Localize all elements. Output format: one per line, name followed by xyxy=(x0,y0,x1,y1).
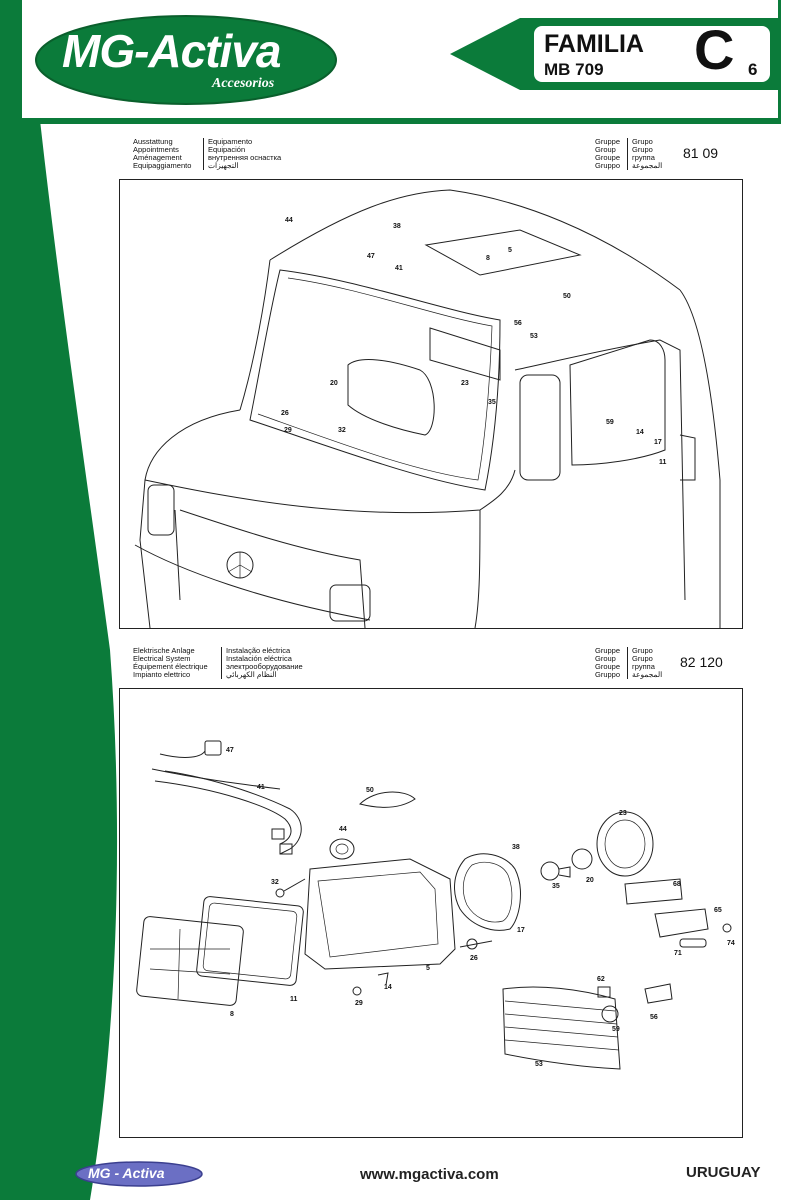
footer-website[interactable]: www.mgactiva.com xyxy=(360,1166,499,1183)
s1-group-right-2: группа xyxy=(632,153,655,162)
section2-header: Elektrische Anlage Electrical System Équ… xyxy=(133,647,743,681)
s1-left-label-it: Equipaggiamento xyxy=(133,161,192,170)
s1-left-label-de: Ausstattung xyxy=(133,137,173,146)
s1-group-left-1: Group xyxy=(595,145,616,154)
s2-group-right-2: группа xyxy=(632,662,655,671)
svg-text:23: 23 xyxy=(461,380,469,387)
svg-text:71: 71 xyxy=(674,950,682,957)
cab-drawing: 44 38 47 41 8 5 50 56 53 20 23 35 26 29 … xyxy=(134,189,721,629)
s1-right-label-es: Equipación xyxy=(208,145,246,154)
svg-text:11: 11 xyxy=(659,459,667,466)
svg-text:26: 26 xyxy=(470,955,478,962)
footer-country: URUGUAY xyxy=(686,1164,761,1181)
svg-text:17: 17 xyxy=(654,439,662,446)
section1-header: Ausstattung Appointments Aménagement Equ… xyxy=(133,138,743,172)
svg-text:17: 17 xyxy=(517,927,525,934)
svg-text:50: 50 xyxy=(366,787,374,794)
s2-group-right-1: Grupo xyxy=(632,654,653,663)
s2-right-label-pt: Instalação eléctrica xyxy=(226,646,291,655)
svg-text:74: 74 xyxy=(727,940,735,947)
svg-text:59: 59 xyxy=(606,419,614,426)
familia-arrow xyxy=(450,18,780,90)
s2-group-number: 82 120 xyxy=(680,654,723,670)
s2-right-label-es: Instalación eléctrica xyxy=(226,654,292,663)
s1-group-number: 81 09 xyxy=(683,145,719,161)
s2-group-left-3: Gruppo xyxy=(595,670,621,679)
svg-text:8: 8 xyxy=(486,255,490,262)
svg-text:47: 47 xyxy=(226,747,234,754)
s2-right-label-ru: электрооборудование xyxy=(226,662,303,671)
familia-letter: C xyxy=(694,18,735,81)
svg-text:44: 44 xyxy=(285,217,293,224)
svg-text:56: 56 xyxy=(650,1014,658,1021)
s1-group-left-2: Groupe xyxy=(595,153,621,162)
svg-text:5: 5 xyxy=(426,965,430,972)
svg-text:50: 50 xyxy=(563,293,571,300)
brand-logo: MG-Activa Accesorios xyxy=(34,14,338,106)
s2-left-label-fr: Équipement électrique xyxy=(133,662,208,671)
footer-logo: MG - Activa xyxy=(74,1160,204,1188)
s2-group-left-0: Gruppe xyxy=(595,646,621,655)
logo-main-text: MG-Activa xyxy=(62,25,281,77)
familia-page: 6 xyxy=(748,60,758,79)
s2-group-left-2: Groupe xyxy=(595,662,621,671)
svg-text:62: 62 xyxy=(597,976,605,983)
svg-text:29: 29 xyxy=(355,1000,363,1007)
svg-text:65: 65 xyxy=(714,907,722,914)
s1-left-label-fr: Aménagement xyxy=(133,153,182,162)
footer-logo-text: MG - Activa xyxy=(88,1165,165,1181)
svg-text:53: 53 xyxy=(530,333,538,340)
s2-left-label-de: Elektrische Anlage xyxy=(133,646,195,655)
svg-text:41: 41 xyxy=(395,265,403,272)
svg-text:11: 11 xyxy=(290,996,298,1003)
svg-text:29: 29 xyxy=(284,427,292,434)
svg-text:32: 32 xyxy=(338,427,346,434)
s2-group-right-3: المجموعة xyxy=(632,670,663,679)
s2-group-left-1: Group xyxy=(595,654,616,663)
svg-text:56: 56 xyxy=(514,320,522,327)
s1-group-left-0: Gruppe xyxy=(595,137,621,146)
svg-text:41: 41 xyxy=(257,784,265,791)
svg-text:47: 47 xyxy=(367,253,375,260)
svg-text:35: 35 xyxy=(488,399,496,406)
section1-diagram-panel: 44 38 47 41 8 5 50 56 53 20 23 35 26 29 … xyxy=(119,179,743,629)
s2-left-label-it: Impianto elettrico xyxy=(133,670,191,679)
svg-text:5: 5 xyxy=(508,247,512,254)
familia-label: FAMILIA xyxy=(544,30,644,58)
s2-left-label-en: Electrical System xyxy=(133,654,191,663)
s1-right-label-ar: التجهيزات xyxy=(208,161,239,170)
svg-text:32: 32 xyxy=(271,879,279,886)
svg-text:35: 35 xyxy=(552,883,560,890)
familia-model: MB 709 xyxy=(544,60,604,79)
svg-text:20: 20 xyxy=(330,380,338,387)
logo-sub-text: Accesorios xyxy=(212,76,275,91)
svg-text:26: 26 xyxy=(281,410,289,417)
s2-right-label-ar: النظام الكهربائي xyxy=(226,670,277,679)
svg-text:68: 68 xyxy=(673,881,681,888)
section2-diagram-panel: 47 41 50 44 32 38 23 35 20 68 17 65 74 7… xyxy=(119,688,743,1138)
s1-right-label-ru: внутренняя оснастка xyxy=(208,153,282,162)
s1-left-label-en: Appointments xyxy=(133,145,179,154)
electrical-drawing: 47 41 50 44 32 38 23 35 20 68 17 65 74 7… xyxy=(136,740,735,1070)
svg-text:38: 38 xyxy=(512,844,520,851)
s1-group-left-3: Gruppo xyxy=(595,161,621,170)
svg-text:23: 23 xyxy=(619,810,627,817)
s1-group-right-0: Grupo xyxy=(632,137,653,146)
svg-text:20: 20 xyxy=(586,877,594,884)
svg-text:44: 44 xyxy=(339,826,347,833)
svg-text:53: 53 xyxy=(535,1061,543,1068)
s1-group-right-1: Grupo xyxy=(632,145,653,154)
svg-text:14: 14 xyxy=(384,984,392,991)
svg-text:59: 59 xyxy=(612,1026,620,1033)
s1-group-right-3: المجموعة xyxy=(632,161,663,170)
s1-right-label-pt: Equipamento xyxy=(208,137,253,146)
svg-text:8: 8 xyxy=(230,1011,234,1018)
s2-group-right-0: Grupo xyxy=(632,646,653,655)
svg-text:38: 38 xyxy=(393,223,401,230)
svg-text:14: 14 xyxy=(636,429,644,436)
